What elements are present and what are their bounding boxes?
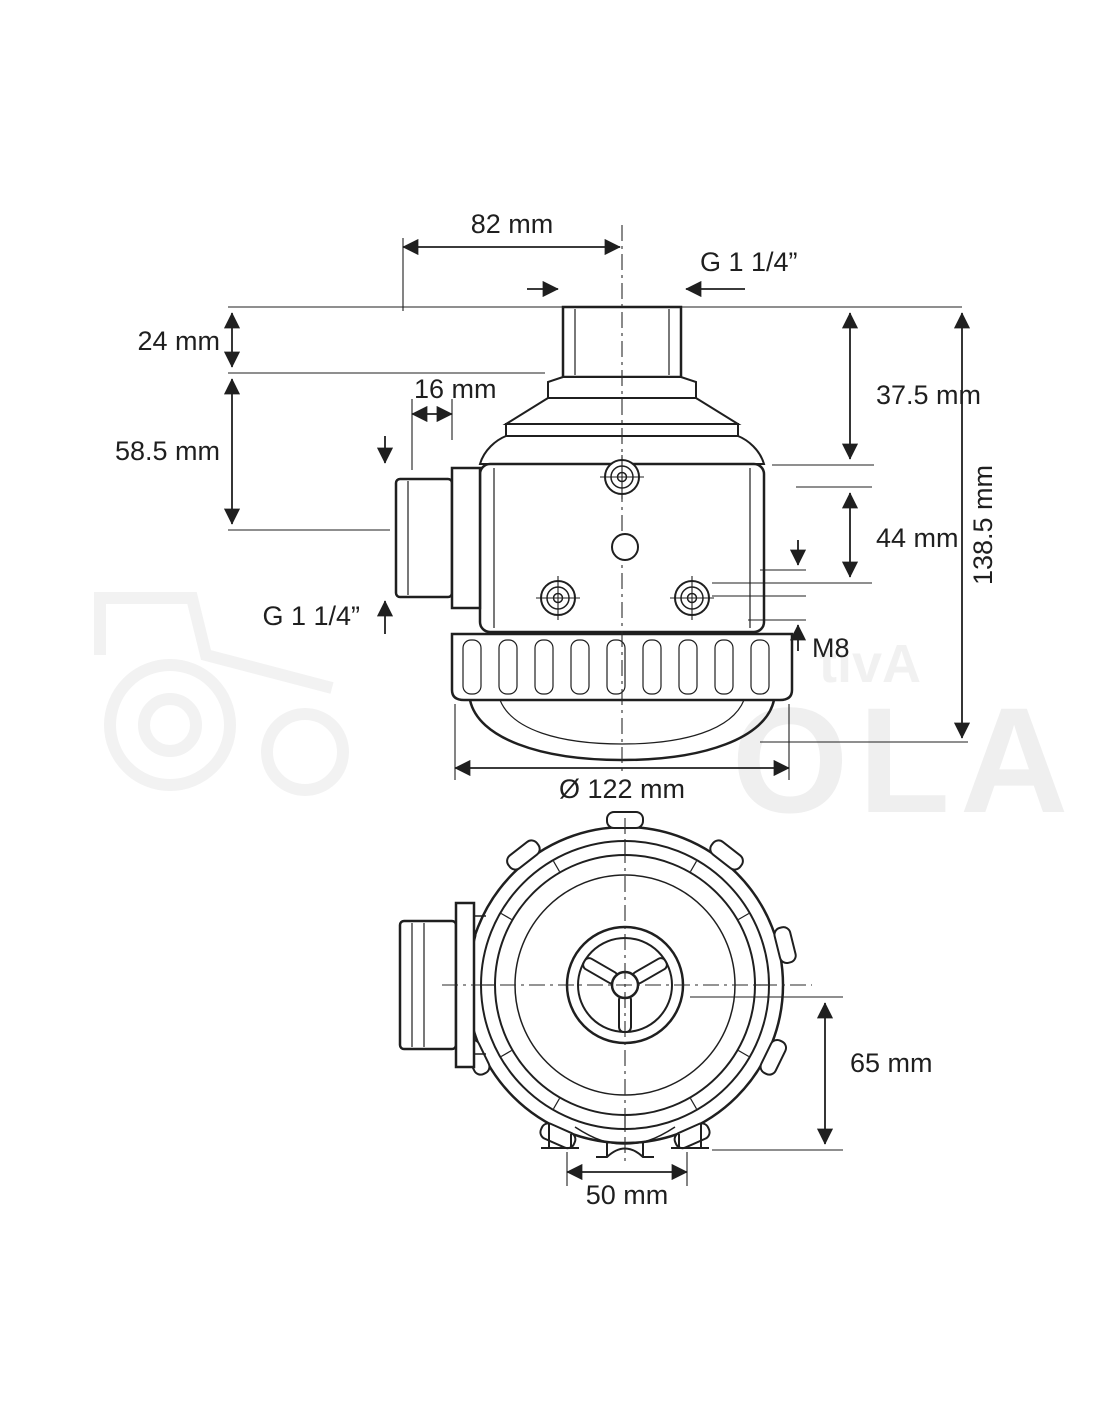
dim-top-width-label: 82 mm [471,209,554,239]
watermark-tractor-wheel-large [104,659,236,791]
ring-tick [738,1049,750,1058]
outlet-port [394,477,454,599]
ring-nut-rib [642,639,662,695]
dim-foot-width-label: 50 mm [586,1180,669,1210]
ring-lug [773,926,797,965]
watermark-small-text: tivA [819,634,921,694]
dim-top-height-label: 24 mm [137,326,220,356]
dim-bowl-diameter-label: Ø 122 mm [559,774,685,804]
filter-bowl-inner [499,699,745,745]
ring-nut-rib [678,639,698,695]
ring-tick [689,1098,698,1110]
dim-bolt-thread-label: M8 [812,633,850,663]
ring-tick [689,860,698,872]
ring-nut-rib [498,639,518,695]
ring-tick [552,860,561,872]
ring-tick [738,912,750,921]
ring-nut-rib [714,639,734,695]
dim-foot-height-label: 65 mm [850,1048,933,1078]
dim-left-height-label: 58.5 mm [115,436,220,466]
ring-nut-rib [570,639,590,695]
dim-mid-right-label: 44 mm [876,523,959,553]
front-view-dimensions: 65 mm 50 mm [566,996,933,1210]
ring-tick [500,1049,512,1058]
ring-tick [552,1098,561,1110]
dim-total-height-label: 138.5 mm [968,465,998,585]
watermark-tractor-body [94,592,334,694]
ring-nut-rib [534,639,554,695]
dim-upper-right-label: 37.5 mm [876,380,981,410]
ring-tick [500,912,512,921]
ring-lug [506,839,541,871]
ring-nut-rib [750,639,770,695]
watermark-tractor-wheel-small [261,708,349,796]
watermark-tractor-hub [138,693,202,757]
watermark-large-text: OLA [732,676,1079,844]
dim-flange-offset-label: 16 mm [414,374,497,404]
outlet-flange [450,466,482,610]
ring-lug [709,839,744,871]
dim-outlet-thread-label: G 1 1/4” [262,601,360,631]
body-plug [611,533,639,561]
dim-inlet-thread-label: G 1 1/4” [700,247,798,277]
side-view-bolts [536,455,714,620]
ring-lug [759,1038,788,1076]
ring-nut-rib [462,639,482,695]
side-view-dimensions: 82 mm G 1 1/4” 24 mm 58.5 mm 16 mm G 1 1… [115,209,998,804]
ring-nut-rib [606,639,626,695]
